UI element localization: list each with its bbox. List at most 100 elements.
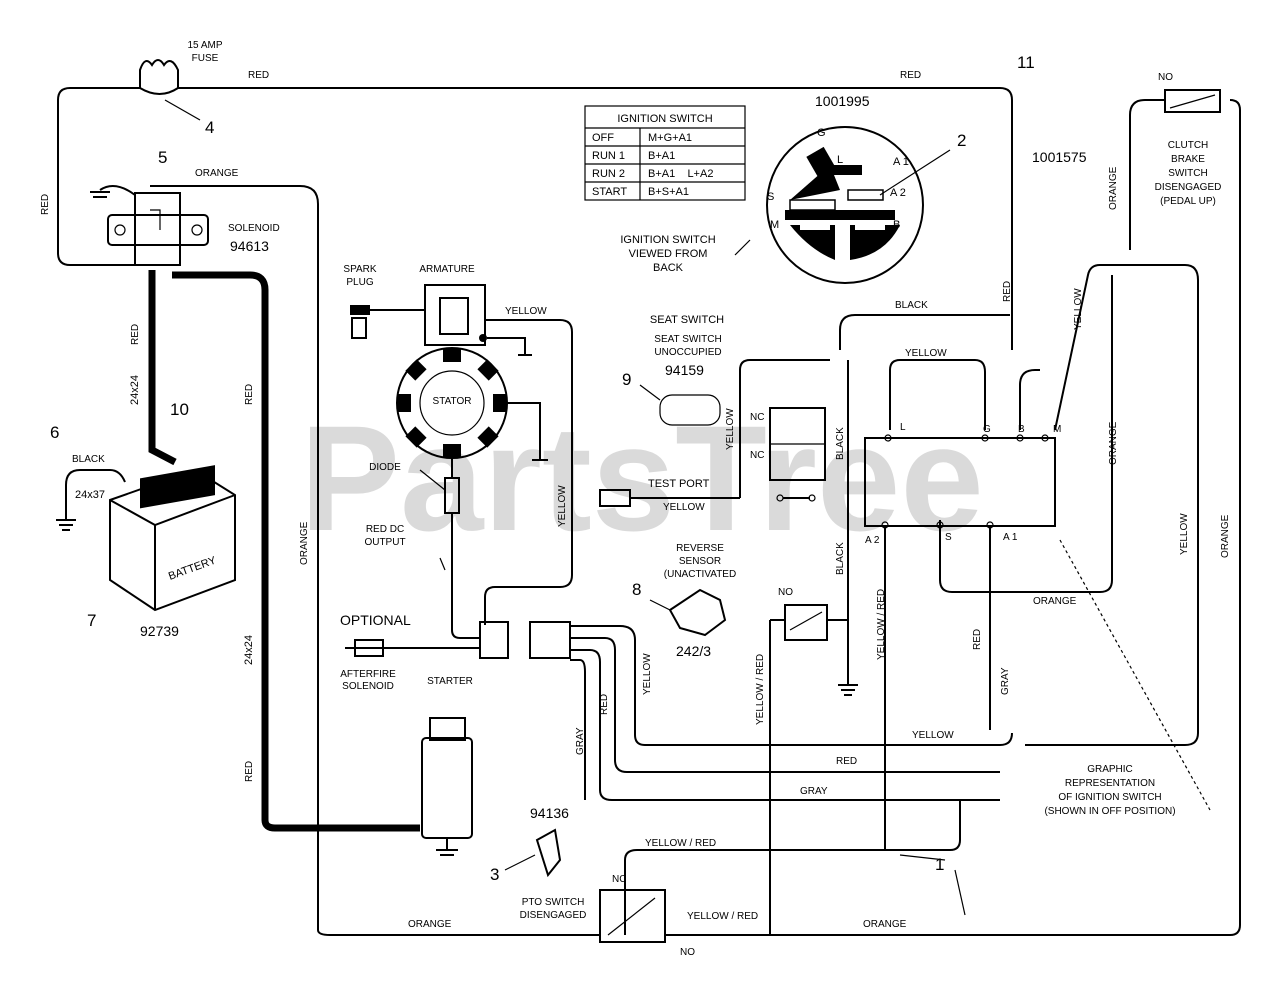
svg-text:A 2: A 2 bbox=[890, 187, 906, 199]
callout-2: 2 bbox=[957, 131, 966, 150]
svg-text:24x24: 24x24 bbox=[129, 375, 141, 405]
starter-icon bbox=[421, 717, 473, 856]
svg-text:YELLOW: YELLOW bbox=[725, 408, 736, 450]
svg-text:CLUTCH: CLUTCH bbox=[1168, 140, 1209, 151]
stator-icon bbox=[396, 347, 548, 461]
svg-text:UNOCCUPIED: UNOCCUPIED bbox=[654, 347, 721, 358]
svg-text:RED DC: RED DC bbox=[366, 524, 404, 535]
svg-text:YELLOW: YELLOW bbox=[1179, 513, 1190, 555]
svg-text:A 1: A 1 bbox=[893, 156, 909, 168]
svg-text:START: START bbox=[592, 186, 627, 198]
svg-text:YELLOW: YELLOW bbox=[1073, 288, 1084, 330]
wire-yellow-armature bbox=[484, 319, 573, 625]
svg-text:94613: 94613 bbox=[230, 238, 269, 254]
svg-text:YELLOW / RED: YELLOW / RED bbox=[687, 911, 758, 922]
svg-text:STARTER: STARTER bbox=[427, 676, 473, 687]
svg-text:NO: NO bbox=[680, 947, 695, 958]
svg-text:ORANGE: ORANGE bbox=[1108, 421, 1119, 465]
svg-text:RED: RED bbox=[972, 629, 983, 650]
svg-text:RED: RED bbox=[244, 384, 255, 405]
reverse-switch-box bbox=[784, 604, 828, 641]
svg-text:GRAPHIC: GRAPHIC bbox=[1087, 764, 1133, 775]
svg-text:SWITCH: SWITCH bbox=[1168, 168, 1207, 179]
svg-text:ORANGE: ORANGE bbox=[408, 919, 452, 930]
svg-text:FUSE: FUSE bbox=[192, 53, 219, 64]
svg-text:YELLOW / RED: YELLOW / RED bbox=[876, 589, 887, 660]
svg-text:RED: RED bbox=[40, 194, 51, 215]
svg-text:B+A1 L+A2: B+A1 L+A2 bbox=[648, 168, 713, 180]
reverse-sensor-icon bbox=[668, 588, 727, 637]
svg-text:(PEDAL UP): (PEDAL UP) bbox=[1160, 196, 1216, 207]
callout-8: 8 bbox=[632, 580, 641, 599]
afterfire-solenoid-icon bbox=[354, 639, 384, 657]
svg-text:RED: RED bbox=[599, 694, 610, 715]
svg-text:G: G bbox=[817, 127, 826, 139]
svg-text:L: L bbox=[900, 422, 906, 433]
svg-text:ORANGE: ORANGE bbox=[1108, 166, 1119, 210]
svg-text:SPARK: SPARK bbox=[343, 264, 376, 275]
svg-text:NC: NC bbox=[612, 874, 626, 885]
svg-text:A 2: A 2 bbox=[865, 535, 880, 546]
pto-switch-box bbox=[599, 889, 666, 943]
svg-text:OF IGNITION SWITCH: OF IGNITION SWITCH bbox=[1058, 792, 1161, 803]
svg-text:ORANGE: ORANGE bbox=[299, 521, 310, 565]
table-title: IGNITION SWITCH bbox=[617, 113, 712, 125]
svg-text:SEAT SWITCH: SEAT SWITCH bbox=[654, 334, 721, 345]
wire-orange-bottom-right bbox=[665, 99, 1241, 936]
svg-text:(SHOWN IN OFF POSITION): (SHOWN IN OFF POSITION) bbox=[1044, 806, 1175, 817]
svg-text:NO: NO bbox=[778, 587, 793, 598]
svg-text:GRAY: GRAY bbox=[800, 786, 828, 797]
armature-icon bbox=[350, 284, 532, 356]
cable-starter bbox=[172, 271, 420, 832]
graphic-ignition-switch bbox=[864, 437, 1056, 527]
svg-text:ORANGE: ORANGE bbox=[863, 919, 907, 930]
svg-text:BLACK: BLACK bbox=[835, 542, 846, 575]
battery-icon: BATTERY bbox=[109, 465, 236, 612]
svg-text:B+S+A1: B+S+A1 bbox=[648, 186, 689, 198]
svg-text:94136: 94136 bbox=[530, 805, 569, 821]
svg-text:BRAKE: BRAKE bbox=[1171, 154, 1205, 165]
callout-1: 1 bbox=[935, 855, 944, 874]
svg-text:B+A1: B+A1 bbox=[648, 150, 675, 162]
svg-text:IGNITION SWITCH: IGNITION SWITCH bbox=[620, 234, 715, 246]
svg-text:YELLOW: YELLOW bbox=[642, 653, 653, 695]
svg-text:BLACK: BLACK bbox=[835, 427, 846, 460]
svg-text:ARMATURE: ARMATURE bbox=[419, 264, 475, 275]
svg-text:1001575: 1001575 bbox=[1032, 149, 1087, 165]
svg-text:ORANGE: ORANGE bbox=[1033, 596, 1077, 607]
callout-3: 3 bbox=[490, 865, 499, 884]
svg-text:24x24: 24x24 bbox=[243, 635, 255, 665]
svg-text:DISENGAGED: DISENGAGED bbox=[520, 910, 587, 921]
svg-text:BLACK: BLACK bbox=[72, 454, 105, 465]
svg-text:ORANGE: ORANGE bbox=[195, 168, 239, 179]
svg-text:NC: NC bbox=[750, 412, 764, 423]
callout-5: 5 bbox=[158, 148, 167, 167]
svg-text:92739: 92739 bbox=[140, 623, 179, 639]
svg-text:YELLOW: YELLOW bbox=[912, 730, 954, 741]
svg-text:A 1: A 1 bbox=[1003, 532, 1018, 543]
svg-text:OFF: OFF bbox=[592, 132, 614, 144]
svg-text:94159: 94159 bbox=[665, 362, 704, 378]
test-port-icon bbox=[599, 489, 631, 507]
callout-9: 9 bbox=[622, 370, 631, 389]
callout-11: 11 bbox=[1017, 53, 1035, 72]
svg-text:YELLOW: YELLOW bbox=[905, 348, 947, 359]
svg-text:S: S bbox=[767, 191, 774, 203]
svg-text:242/3: 242/3 bbox=[676, 643, 711, 659]
wire-red-left-loop bbox=[57, 87, 160, 266]
svg-text:YELLOW / RED: YELLOW / RED bbox=[645, 838, 716, 849]
svg-text:REVERSE: REVERSE bbox=[676, 543, 724, 554]
pto-switch-icon bbox=[535, 828, 562, 878]
solenoid-icon bbox=[90, 185, 209, 266]
svg-text:RED: RED bbox=[244, 761, 255, 782]
callout-10: 10 bbox=[170, 400, 189, 419]
svg-text:15 AMP: 15 AMP bbox=[187, 40, 222, 51]
svg-text:BACK: BACK bbox=[653, 262, 684, 274]
svg-text:VIEWED FROM: VIEWED FROM bbox=[629, 248, 708, 260]
svg-text:OPTIONAL: OPTIONAL bbox=[340, 612, 411, 628]
svg-text:GRAY: GRAY bbox=[1000, 667, 1011, 695]
callout-6: 6 bbox=[50, 423, 59, 442]
cable-battery-positive bbox=[148, 270, 177, 466]
svg-text:SEAT SWITCH: SEAT SWITCH bbox=[650, 314, 724, 326]
